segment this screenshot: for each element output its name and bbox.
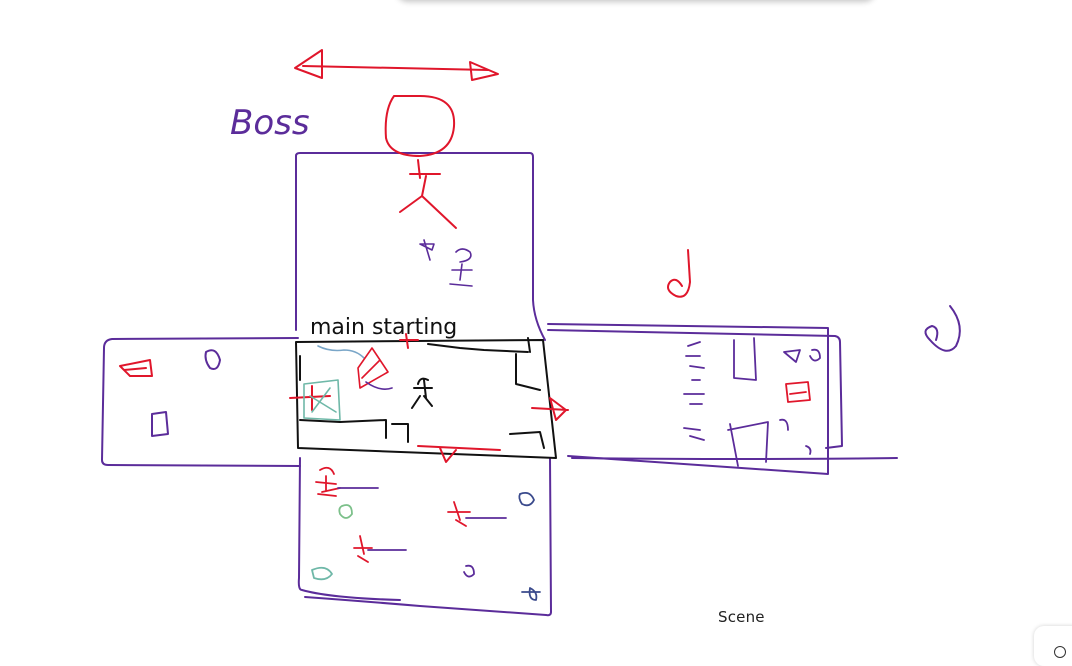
zoom-icon <box>1054 646 1066 658</box>
starting-room-marks <box>304 346 392 420</box>
bottom-room-marks <box>312 468 540 600</box>
right-room-floor <box>572 458 897 459</box>
right-room-marks <box>684 338 820 466</box>
boss-room <box>296 153 545 340</box>
boss-movement-arrow <box>295 50 498 80</box>
zoom-button[interactable] <box>1034 626 1072 666</box>
main-starting-label: main starting <box>310 315 457 340</box>
left-room-marks <box>120 350 220 436</box>
scene-label: Scene <box>718 608 765 626</box>
boss-label: Boss <box>230 103 310 143</box>
door-arrows <box>290 334 568 462</box>
left-room <box>102 338 300 466</box>
bottom-room-right <box>305 458 551 615</box>
whiteboard-canvas[interactable]: Boss main starting <box>0 0 1072 650</box>
right-room-inner <box>548 330 842 448</box>
minion-boss-room <box>420 240 472 286</box>
boss-figure <box>386 96 456 228</box>
starting-room <box>296 338 556 458</box>
